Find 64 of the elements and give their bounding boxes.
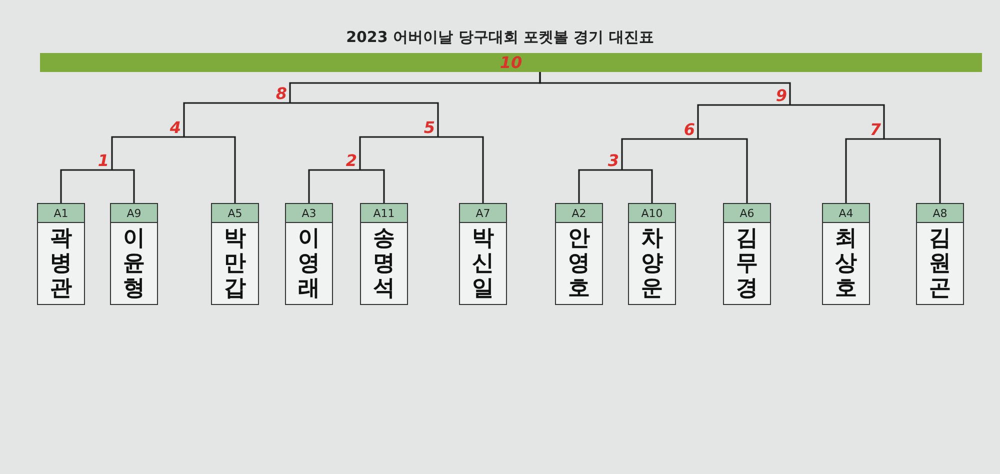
seed-label: A1 — [38, 204, 84, 223]
bracket-line — [111, 136, 184, 170]
player-name: 박만갑 — [224, 226, 246, 302]
player-name: 송명석 — [373, 226, 395, 302]
player-name: 박신일 — [472, 226, 494, 302]
player-name: 이윤형 — [123, 226, 145, 302]
match-number: 4 — [170, 120, 182, 139]
bracket-line — [360, 169, 385, 203]
player-card — [723, 203, 771, 305]
bracket-line — [698, 138, 748, 203]
bracket-line — [184, 136, 236, 203]
player-card — [285, 203, 333, 305]
seed-label: A10 — [629, 204, 675, 223]
bracket-line — [790, 104, 885, 139]
final-match-number: 10 — [500, 54, 522, 70]
player-card — [110, 203, 158, 305]
player-name: 김무경 — [736, 226, 758, 302]
seed-label: A2 — [556, 204, 602, 223]
bracket-line — [845, 138, 884, 203]
match-number: 7 — [870, 122, 882, 141]
player-name: 차양운 — [641, 226, 663, 302]
chart-title: 2023 어버이날 당구대회 포켓볼 경기 대진표 — [345, 28, 655, 47]
player-card — [555, 203, 603, 305]
match-number: 9 — [776, 88, 788, 107]
seed-label: A8 — [917, 204, 963, 223]
seed-label: A9 — [111, 204, 157, 223]
match-number: 3 — [608, 153, 620, 172]
bracket-line — [308, 169, 360, 203]
player-name: 김원곤 — [929, 226, 951, 302]
match-number: 5 — [424, 120, 436, 139]
bracket-line — [290, 102, 439, 137]
player-card — [628, 203, 676, 305]
bracket-line — [622, 169, 653, 203]
round-banner — [40, 53, 982, 72]
player-card — [360, 203, 408, 305]
player-card — [37, 203, 85, 305]
match-number: 1 — [98, 153, 110, 172]
bracket-line — [697, 104, 790, 139]
player-card — [211, 203, 259, 305]
bracket-line — [438, 136, 484, 203]
seed-label: A5 — [212, 204, 258, 223]
seed-label: A6 — [724, 204, 770, 223]
seed-label: A4 — [823, 204, 869, 223]
player-name: 안영호 — [568, 226, 590, 302]
bracket-line — [112, 169, 135, 203]
player-card — [822, 203, 870, 305]
bracket-line — [60, 169, 112, 203]
bracket-line — [359, 136, 438, 170]
player-card — [459, 203, 507, 305]
player-name: 곽병관 — [50, 226, 72, 302]
bracket-line — [884, 138, 941, 203]
match-number: 8 — [276, 86, 288, 105]
bracket-line — [621, 138, 698, 170]
bracket-line — [183, 102, 290, 137]
match-number: 6 — [684, 122, 696, 141]
bracket-line — [578, 169, 622, 203]
player-card — [916, 203, 964, 305]
player-name: 이영래 — [298, 226, 320, 302]
seed-label: A3 — [286, 204, 332, 223]
match-number: 2 — [346, 153, 358, 172]
player-name: 최상호 — [835, 226, 857, 302]
seed-label: A7 — [460, 204, 506, 223]
seed-label: A11 — [361, 204, 407, 223]
bracket-line — [539, 72, 791, 105]
